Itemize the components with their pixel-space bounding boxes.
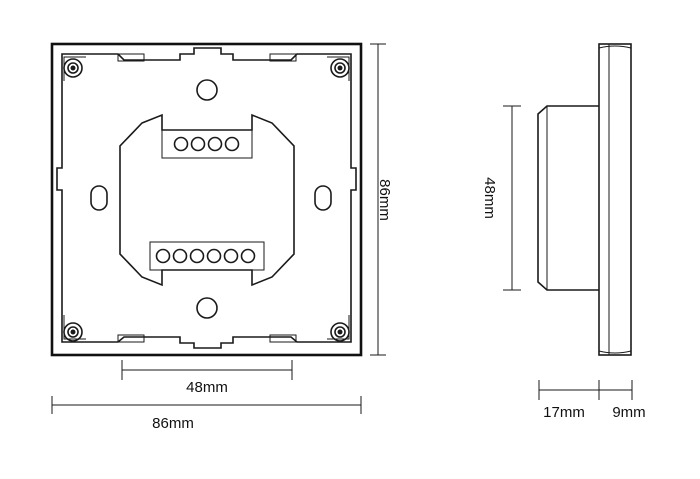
- dimension-hole-spacing: 48mm: [121, 360, 293, 396]
- back-depth-label: 17mm: [543, 404, 585, 421]
- top-terminal-block: [161, 129, 253, 159]
- central-housing: [119, 113, 295, 287]
- dimension-height: 86mm: [370, 43, 393, 356]
- terminal-icon: [173, 136, 189, 152]
- screw-icon: [330, 58, 350, 78]
- terminal-icon: [206, 248, 222, 264]
- height-label: 86mm: [376, 179, 393, 221]
- terminal-icon: [190, 136, 206, 152]
- front-view: 48mm 86mm 86mm: [50, 42, 393, 432]
- terminal-icon: [240, 248, 256, 264]
- terminal-icon: [207, 136, 223, 152]
- side-view: 48mm 17mm 9mm: [481, 43, 646, 421]
- bottom-left-clip: [117, 334, 145, 343]
- screw-icon: [63, 322, 83, 342]
- side-back-box: [537, 105, 599, 291]
- side-front-panel: [598, 43, 632, 356]
- front-plate-outline: [50, 42, 363, 357]
- screw-icon: [330, 322, 350, 342]
- terminal-icon: [155, 248, 171, 264]
- top-mount-slot: [196, 79, 218, 101]
- dimension-width: 86mm: [51, 396, 362, 432]
- corner-tr: [327, 56, 350, 81]
- box-height-label: 48mm: [481, 177, 498, 219]
- right-mount-slot: [314, 185, 332, 211]
- top-left-clip: [117, 53, 145, 62]
- dimension-box-height: 48mm: [481, 105, 521, 291]
- dimension-depth: 17mm 9mm: [538, 380, 646, 421]
- bottom-mount-slot: [196, 297, 218, 319]
- terminal-icon: [189, 248, 205, 264]
- left-mount-slot: [90, 185, 108, 211]
- top-right-clip: [269, 53, 297, 62]
- corner-tl: [63, 56, 86, 81]
- bottom-right-clip: [269, 334, 297, 343]
- terminal-icon: [172, 248, 188, 264]
- width-label: 86mm: [152, 415, 194, 432]
- bottom-terminal-block: [149, 241, 265, 271]
- hole-spacing-label: 48mm: [186, 379, 228, 396]
- panel-depth-label: 9mm: [612, 404, 645, 421]
- terminal-icon: [224, 136, 240, 152]
- screw-icon: [63, 58, 83, 78]
- front-inner-frame: [56, 47, 357, 349]
- terminal-icon: [223, 248, 239, 264]
